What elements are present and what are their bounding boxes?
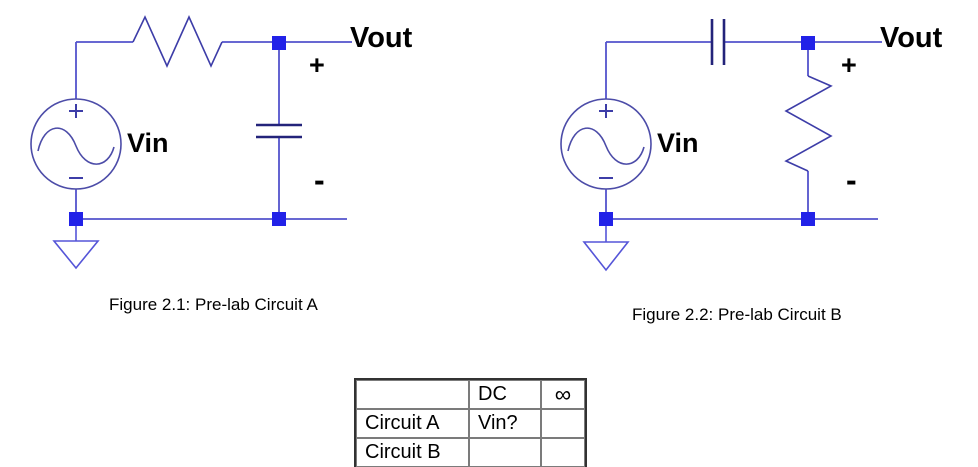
- cell-circuit-a-infinity: [541, 409, 585, 438]
- node-icon: [69, 36, 286, 226]
- resistor-icon: [784, 75, 833, 172]
- header-cell-blank: [356, 380, 469, 409]
- prelab-table: DC ∞ Circuit A Vin? Circuit B: [354, 378, 587, 467]
- table-row: Circuit B: [356, 438, 585, 467]
- ground-icon: [582, 226, 630, 272]
- figure-caption-b: Figure 2.2: Pre-lab Circuit B: [632, 305, 842, 324]
- plus-label-b: +: [841, 50, 857, 80]
- minus-label-a: -: [314, 162, 325, 198]
- minus-label-b: -: [846, 162, 857, 198]
- ac-source-icon: [30, 98, 122, 190]
- row-label-circuit-a: Circuit A: [356, 409, 469, 438]
- plus-label-a: +: [309, 50, 325, 80]
- vout-label-b: Vout: [880, 22, 943, 54]
- vin-label-b: Vin: [657, 128, 699, 158]
- cell-circuit-b-infinity: [541, 438, 585, 467]
- node-icon: [599, 36, 815, 226]
- vout-label-a: Vout: [350, 22, 413, 54]
- capacitor-icon: [710, 19, 726, 65]
- vin-label-a: Vin: [127, 128, 169, 158]
- cell-circuit-b-dc: [469, 438, 541, 467]
- ac-source-icon: [560, 98, 652, 190]
- figure-caption-a: Figure 2.1: Pre-lab Circuit A: [109, 295, 318, 314]
- wire: [75, 41, 352, 226]
- table-header-row: DC ∞: [356, 380, 585, 409]
- table-row: Circuit A Vin?: [356, 409, 585, 438]
- row-label-circuit-b: Circuit B: [356, 438, 469, 467]
- resistor-icon: [132, 15, 223, 68]
- ground-icon: [52, 226, 100, 270]
- cell-circuit-a-dc: Vin?: [469, 409, 541, 438]
- capacitor-icon: [256, 123, 302, 139]
- circuit-a-schematic: [30, 15, 352, 270]
- header-cell-infinity: ∞: [541, 380, 585, 409]
- header-cell-dc: DC: [469, 380, 541, 409]
- circuit-b-schematic: [560, 19, 882, 272]
